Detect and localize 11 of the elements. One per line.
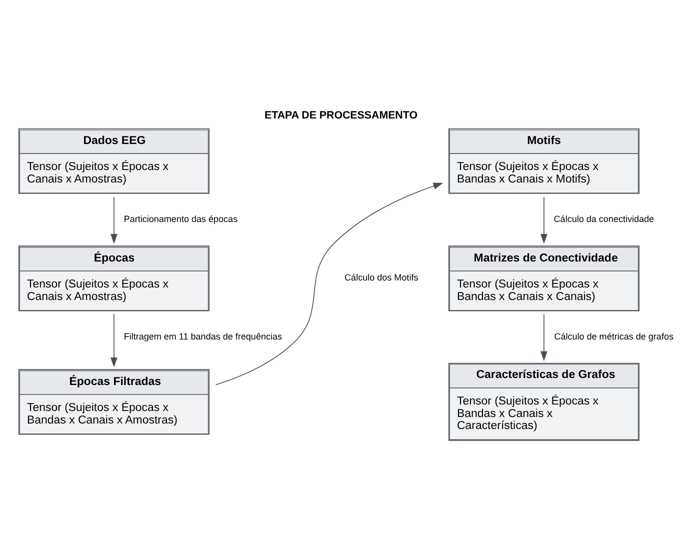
edge-label: Cálculo de métricas de grafos	[554, 330, 674, 341]
arrow	[540, 313, 548, 361]
arrow	[540, 196, 548, 244]
edge-label: Filtragem em 11 bandas de frequências	[124, 330, 282, 341]
arrow	[110, 313, 118, 367]
edge-label: Particionamento das épocas	[124, 214, 238, 224]
diagram-title: ETAPA DE PROCESSAMENTO	[264, 108, 418, 121]
arrow	[110, 196, 118, 244]
edge-label: Cálculo dos Motifs	[344, 272, 418, 282]
arrow	[215, 182, 444, 385]
edge-label: Cálculo da conectividade	[554, 214, 654, 224]
